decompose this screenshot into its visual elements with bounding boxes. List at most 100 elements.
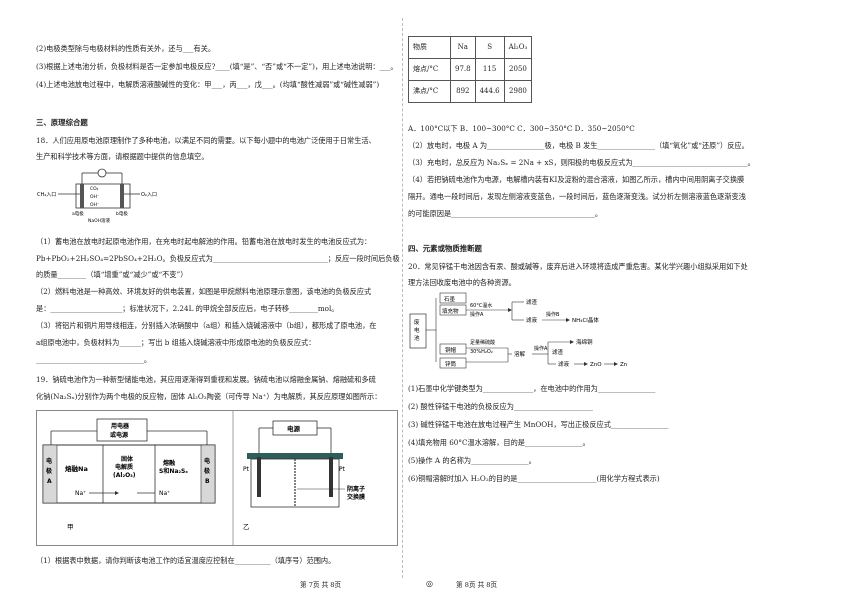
warm-water-label: 60°C温水 xyxy=(470,302,492,309)
q18-p2-line1: （2）燃料电池是一种高效、环境友好的供电装置，如图是甲烷燃料电池原理示意图，该电… xyxy=(36,287,372,296)
svg-text:阴离子: 阴离子 xyxy=(347,485,365,493)
q20-intro-2: 理方法回收废电池中的各种资源。 xyxy=(408,278,516,287)
cell-vessel xyxy=(75,183,131,209)
q18-p1-line1: （1）蓄电池在放电时起原电池作用，在充电时起电解池的作用。铅蓄电池在放电时发生的… xyxy=(36,237,372,246)
q18-p3-line3: ______________________________。 xyxy=(36,355,152,364)
properties-table: 物质 Na S Al₂O₃ 熔点/°C 97.8 115 2050 沸点/°C … xyxy=(408,36,533,103)
svg-text:固体: 固体 xyxy=(121,455,134,463)
sodium-sulfur-diagram: 用电器 或电源 电 极 A 电 极 B 熔融Na 固体 电解质 (Al₂O₃) … xyxy=(42,411,366,545)
filtrate-label-1: 滤液 xyxy=(526,316,538,324)
q18-intro-1: 18．人们应用原电池原理制作了多种电池，以满足不同的需要。以下每小题中的电池广泛… xyxy=(36,136,376,145)
svg-text:电: 电 xyxy=(204,457,210,465)
q19-intro-2: 化钠(Na₂Sₓ)分别作为两个电极的反应物，固体 Al₂O₃陶瓷（可传导 Na⁺… xyxy=(36,392,382,401)
co2-label: CO₂ xyxy=(90,186,99,192)
q20-p5: (5)操作 A 的名称为________________。 xyxy=(408,456,536,465)
q19-p1: （1）根据表中数据，请你判断该电池工作的适宜温度应控制在__________（填… xyxy=(36,556,336,565)
svg-text:(Al₂O₃): (Al₂O₃) xyxy=(113,472,136,479)
waste-battery-box xyxy=(409,313,427,349)
operation-a-label-1: 操作A xyxy=(470,311,484,318)
svg-text:交换膜: 交换膜 xyxy=(347,493,366,501)
copper-cap-box xyxy=(439,343,467,355)
zno-label: ZnO xyxy=(590,362,602,368)
oh-label-2: OH⁻ xyxy=(90,202,100,208)
lid xyxy=(247,453,343,459)
q17-part3: (3)根据上述电池分析，负极材料是否一定参加电极反应?____(填“是”、“否”… xyxy=(36,62,398,71)
naoh-solution-label: NaOH溶液 xyxy=(88,217,111,224)
svg-text:熔融: 熔融 xyxy=(163,459,175,467)
pt-right-label: Pt xyxy=(339,466,346,473)
methane-fuel-cell-figure: CH₄入口 O₂入口 CO₂ OH⁻ OH⁻ a电极 b电极 NaOH溶液 xyxy=(36,166,168,226)
q20-p6: (6)铜帽溶解时加入 H₂O₂的目的是_____________________… xyxy=(408,474,660,483)
zinc-can-box xyxy=(439,357,467,369)
q17-part4: (4)上述电池放电过程中，电解质溶液酸碱性的变化：甲___，丙___，戊___。… xyxy=(36,80,380,89)
electrode-a-block xyxy=(42,444,58,504)
q20-p4: (4)填充物用 60°C温水溶解，目的是________________。 xyxy=(408,438,590,447)
q19-p4-line1: （4）若把钠硫电池作为电源，电解槽内装有KI及淀粉的混合溶液，如图乙所示，槽内中… xyxy=(408,175,745,184)
flowchart-diagram: 废 电 池 石墨 填充物 铜帽 锌筒 60°C温水 操作A 滤渣 滤液 操作B xyxy=(409,292,628,369)
svg-text:极: 极 xyxy=(46,467,53,475)
graphite-label: 石墨 xyxy=(444,296,456,303)
operation-b-label: 操作B xyxy=(546,311,560,318)
figure-jia-label: 甲 xyxy=(67,523,74,531)
q20-intro-1: 20．常见锌锰干电池因含有汞、酸或碱等，废弃后进入环境将造成严重危害。某化学兴趣… xyxy=(408,262,748,271)
svg-text:电: 电 xyxy=(414,326,420,334)
dilute-sulfuric-label: 足量稀硫酸 xyxy=(470,339,495,346)
svg-text:池: 池 xyxy=(414,334,420,342)
q19-p4-line3: 的可能原因是__________________________________… xyxy=(408,209,603,218)
filler-label: 填充物 xyxy=(442,307,459,315)
table-header-row: 物质 Na S Al₂O₃ xyxy=(408,36,533,59)
q18-p2-line2: 是：____________________；标准状况下，2.24L 的甲烷全部… xyxy=(36,304,339,313)
zn-label: Zn xyxy=(620,362,628,368)
na-ion-right: Na⁺ xyxy=(159,490,170,497)
device-label-1: 用电器 xyxy=(110,422,130,430)
q19-intro-1: 19．钠硫电池作为一种新型储能电池，其应用逐渐得到重视和发展。钠硫电池以熔融金属… xyxy=(36,375,376,384)
svg-text:废: 废 xyxy=(414,318,420,326)
ch4-inlet-label: CH₄入口 xyxy=(37,192,56,198)
q19-p2: （2）放电时，电极 A 为________________极，电极 B 发生__… xyxy=(408,141,749,150)
device-box xyxy=(96,418,148,442)
b-electrode-label: b电极 xyxy=(116,210,128,217)
table-row: 沸点/°C 892 444.6 2980 xyxy=(408,80,533,103)
power-label: 电源 xyxy=(287,424,301,433)
pt-left-label: Pt xyxy=(243,466,250,473)
q17-part2: (2)电极类型除与电极材料的性质有关外，还与___有关。 xyxy=(36,44,216,53)
electrode-b-block xyxy=(200,444,216,504)
q20-p1: (1)石墨中化学键类型为______________，在电池中的作用为_____… xyxy=(408,384,656,393)
h2o2-label: 30%H₂O₂ xyxy=(470,349,493,355)
table-row: 熔点/°C 97.8 115 2050 xyxy=(408,58,533,81)
q18-intro-2: 生产和科学技术等方面，请根据题中提供的信息填空。 xyxy=(36,152,209,161)
svg-text:电: 电 xyxy=(46,457,52,465)
options-line: A．100°C以下 B．100~300°C C．300~350°C D．350~… xyxy=(408,124,635,133)
binding-mark: ◎ xyxy=(426,579,433,588)
footer-page-7: 第 7页 共 8页 xyxy=(300,581,342,589)
residue-label-2: 滤渣 xyxy=(552,348,564,356)
fuel-cell-diagram: CH₄入口 O₂入口 CO₂ OH⁻ OH⁻ a电极 b电极 NaOH溶液 xyxy=(37,168,157,224)
svg-text:S和Na₂Sₓ: S和Na₂Sₓ xyxy=(159,467,188,475)
zinc-can-label: 锌筒 xyxy=(445,360,457,368)
q18-p3-line1: （3）将铝片和铜片用导线相连，分别插入浓硝酸中（a组）和插入烧碱溶液中（b组），… xyxy=(36,321,377,330)
a-electrode-label: a电极 xyxy=(72,210,84,217)
q18-p3-line2: a组原电池中，负极材料为______；写出 b 组插入烧碱溶液中形成原电池的负极… xyxy=(36,338,316,347)
q19-p3: （3）充电时，总反应为 Na₂Sₓ = 2Na + xS，则阳极的电极反应式为_… xyxy=(408,158,755,167)
q20-p2: (2) 酸性锌锰干电池的负极反应为______________________ xyxy=(408,402,593,411)
section-3-title: 三、原理综合题 xyxy=(36,118,88,127)
figure-yi-label: 乙 xyxy=(243,523,250,531)
recycling-flowchart: 废 电 池 石墨 填充物 铜帽 锌筒 60°C温水 操作A 滤渣 滤液 操作B xyxy=(408,292,668,372)
dissolve-label: 溶解 xyxy=(514,350,526,358)
svg-text:极: 极 xyxy=(204,467,211,475)
molten-na-label: 熔融Na xyxy=(65,464,88,473)
oh-label-1: OH⁻ xyxy=(90,194,100,200)
ammeter-icon xyxy=(97,168,107,178)
page-divider xyxy=(402,18,403,578)
svg-text:A: A xyxy=(47,478,52,485)
na-ion-left: Na⁺ xyxy=(75,490,86,497)
q20-p3: (3) 碱性锌锰干电池在放电过程产生 MnOOH，写出正极反应式________… xyxy=(408,420,669,429)
o2-inlet-label: O₂入口 xyxy=(141,192,157,198)
device-label-2: 或电源 xyxy=(110,431,128,439)
section-4-title: 四、元素或物质推断题 xyxy=(408,244,482,253)
graphite-box xyxy=(439,292,467,304)
electrode-b xyxy=(120,184,124,208)
footer-page-8: 第 8页 共 8页 xyxy=(456,581,498,589)
q18-p1-line2: Pb+PbO₂+2H₂SO₄=2PbSO₄+2H₂O。负极反应式为_______… xyxy=(36,254,400,263)
svg-text:电解质: 电解质 xyxy=(115,463,133,471)
